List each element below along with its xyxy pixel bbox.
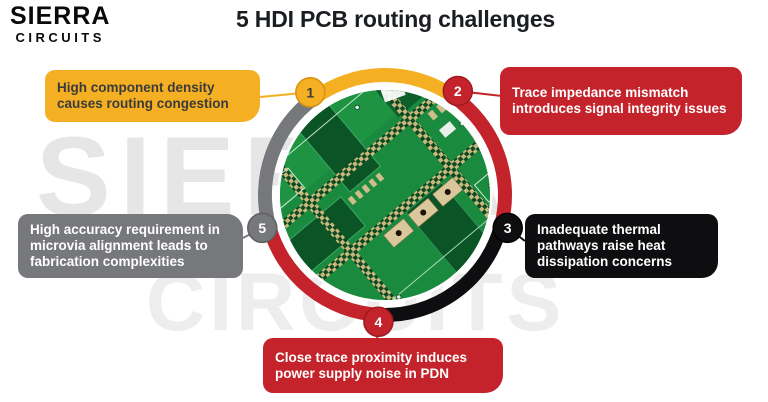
ring-segment-4 bbox=[262, 224, 380, 322]
ring-segment-3 bbox=[378, 224, 508, 322]
sierra-circuits-logo: SIERRA CIRCUITS bbox=[10, 2, 111, 45]
page-title: 5 HDI PCB routing challenges bbox=[236, 6, 556, 32]
challenge-3-callout: Inadequate thermal pathways raise heat d… bbox=[525, 214, 718, 278]
challenge-1-badge: 1 bbox=[295, 77, 326, 108]
hub-graphic: 1 2 3 4 5 bbox=[242, 68, 526, 340]
challenge-5-badge: 5 bbox=[247, 212, 278, 244]
challenge-4-label: Close trace proximity induces power supp… bbox=[275, 349, 468, 381]
ring-segment-1 bbox=[310, 68, 458, 104]
challenge-2-number: 2 bbox=[454, 83, 462, 99]
challenge-3-label: Inadequate thermal pathways raise heat d… bbox=[537, 222, 673, 269]
challenge-4-number: 4 bbox=[375, 314, 383, 330]
challenge-5-label: High accuracy requirement in microvia al… bbox=[30, 222, 220, 269]
logo-wordmark: SIERRA bbox=[10, 2, 111, 30]
challenge-2-callout: Trace impedance mismatch introduces sign… bbox=[500, 67, 742, 135]
ring-segment-5 bbox=[258, 92, 319, 228]
challenge-5-callout: High accuracy requirement in microvia al… bbox=[18, 214, 243, 278]
challenge-3-badge: 3 bbox=[492, 212, 523, 244]
challenge-5-number: 5 bbox=[258, 220, 266, 236]
logo-subtext: CIRCUITS bbox=[15, 30, 105, 45]
challenge-1-number: 1 bbox=[306, 84, 314, 100]
ring-segment-2 bbox=[449, 90, 512, 228]
challenge-2-badge: 2 bbox=[442, 75, 474, 107]
challenge-3-number: 3 bbox=[504, 220, 512, 236]
challenge-1-callout: High component density causes routing co… bbox=[45, 70, 260, 122]
challenge-4-callout: Close trace proximity induces power supp… bbox=[263, 338, 503, 393]
challenge-2-label: Trace impedance mismatch introduces sign… bbox=[512, 85, 727, 116]
challenge-1-label: High component density causes routing co… bbox=[57, 80, 229, 111]
challenge-4-badge: 4 bbox=[363, 306, 394, 338]
